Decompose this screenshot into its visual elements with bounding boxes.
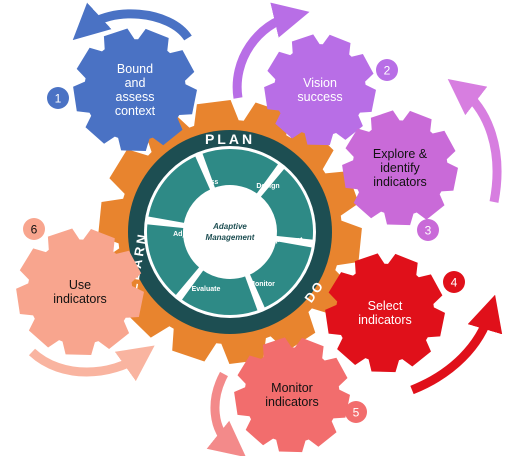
step-5-label-line-2: indicators	[265, 395, 319, 409]
step-5-gear-shape	[234, 337, 350, 453]
step-3-label-line-1: Explore &	[373, 147, 428, 161]
hub-label-line-1: Adaptive	[212, 222, 247, 231]
cycle-segment-adjust	[146, 153, 213, 226]
step-3-label-line-3: indicators	[373, 175, 427, 189]
ring-label-plan: PLAN	[205, 131, 255, 147]
arrow-step-3	[447, 79, 502, 203]
step-2-number-badge	[376, 59, 398, 81]
cycle-segment-assess	[199, 147, 281, 197]
step-3-number-badge	[417, 219, 439, 241]
step-2-label-line-1: Vision	[303, 76, 337, 90]
arrow-step-4	[410, 294, 503, 395]
step-1-label-line-2: and	[125, 76, 146, 90]
step-6-label-line-2: indicators	[53, 292, 107, 306]
step-3-label-line-2: identify	[380, 161, 420, 175]
hub-label-line-2: Management	[206, 233, 255, 242]
step-6-number-badge	[23, 218, 45, 240]
cycle-segment-monitor	[179, 267, 261, 317]
cycle-segment-evaluate	[145, 222, 202, 298]
step-5-number: 5	[353, 406, 360, 420]
cycle-segment-design	[258, 166, 315, 242]
segment-label-adjust: Adjust	[173, 231, 195, 238]
step-4-label-line-1: Select	[368, 299, 403, 313]
arrow-step-6	[28, 345, 155, 382]
step-2-label-line-2: success	[297, 90, 342, 104]
step-3-gear-shape	[342, 110, 458, 226]
step-4-gear-shape	[325, 253, 445, 373]
cycle-segment-implement	[247, 238, 314, 311]
step-6-label-line-1: Use	[69, 278, 91, 292]
step-1-label-line-3: assess	[116, 90, 155, 104]
step-6-gear-shape	[16, 228, 145, 355]
arrow-step-5	[206, 371, 247, 456]
step-4-number: 4	[451, 276, 458, 290]
step-1-label-line-4: context	[115, 104, 156, 118]
arrow-step-1	[72, 2, 192, 41]
segment-label-design: Design	[256, 183, 279, 190]
step-1-gear-shape	[73, 28, 197, 151]
step-4-number-badge	[443, 271, 465, 293]
step-1-label-line-1: Bound	[117, 62, 153, 76]
segment-label-evaluate: Evaluate	[192, 286, 221, 293]
step-6-number: 6	[31, 223, 38, 237]
center-hub	[186, 188, 274, 276]
step-3-number: 3	[425, 224, 432, 238]
segment-label-implement: Implement	[267, 237, 303, 244]
step-5-label-line-1: Monitor	[271, 381, 313, 395]
segment-label-monitor: Monitor	[249, 281, 275, 288]
step-2-gear-shape	[264, 34, 376, 146]
step-2-number: 2	[384, 64, 391, 78]
step-4-label-line-2: indicators	[358, 313, 412, 327]
step-1-number: 1	[55, 92, 62, 106]
step-1-number-badge	[47, 87, 69, 109]
arrow-step-2	[232, 2, 310, 99]
step-5-number-badge	[345, 401, 367, 423]
